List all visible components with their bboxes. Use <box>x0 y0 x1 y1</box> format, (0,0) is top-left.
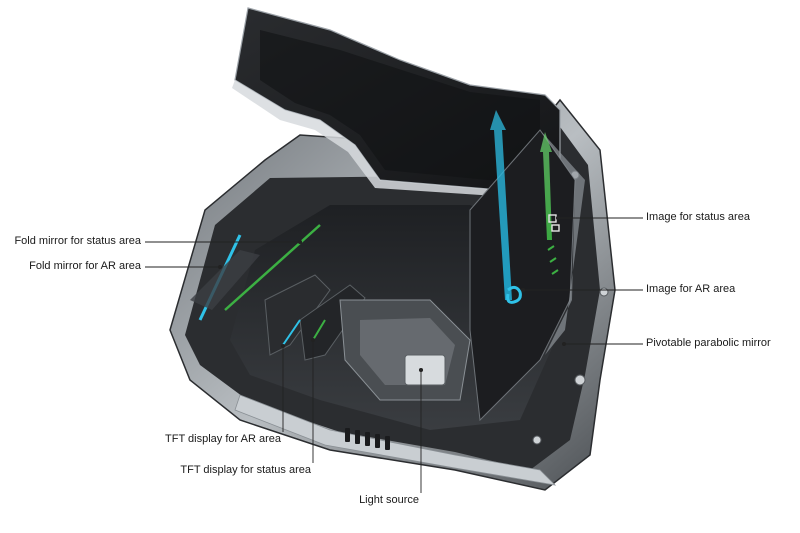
label-light-source: Light source <box>359 494 419 506</box>
leader-lines <box>145 215 643 493</box>
label-parabolic-mirror: Pivotable parabolic mirror <box>646 337 771 349</box>
label-tft-status: TFT display for status area <box>180 464 311 476</box>
ar-ray-arrow <box>490 110 522 304</box>
label-fold-mirror-ar: Fold mirror for AR area <box>29 260 141 272</box>
label-fold-mirror-status: Fold mirror for status area <box>14 235 141 247</box>
status-ray-arrow <box>540 132 560 275</box>
optics-block <box>264 274 471 401</box>
label-tft-ar: TFT display for AR area <box>165 433 281 445</box>
label-image-ar: Image for AR area <box>646 283 736 295</box>
fold-mirrors <box>190 224 321 321</box>
label-image-status: Image for status area <box>646 211 750 223</box>
